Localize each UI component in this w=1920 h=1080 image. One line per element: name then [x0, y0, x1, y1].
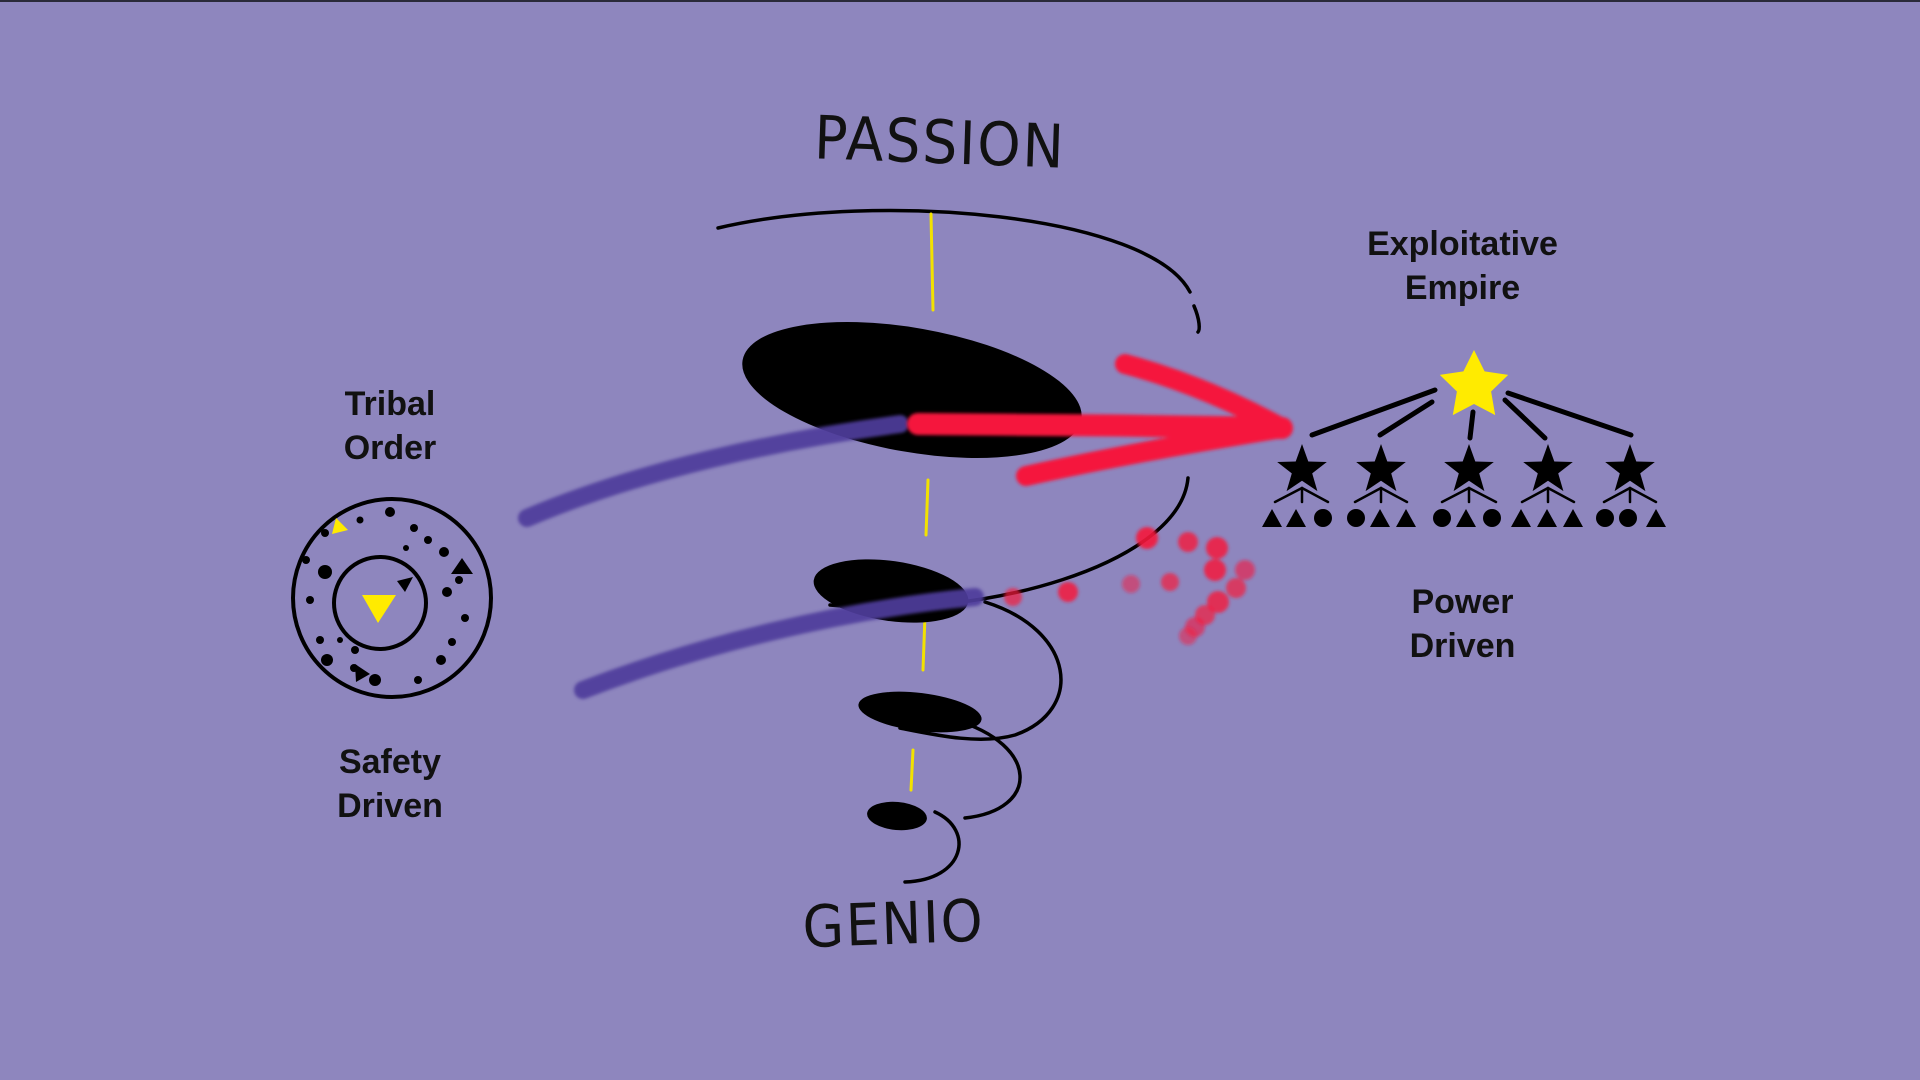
safety-driven-label: Safety Driven	[290, 740, 490, 828]
passion-label: PASSION	[813, 103, 1067, 183]
exploitative-empire-label: Exploitative Empire	[1330, 222, 1595, 310]
tribal-stroke-icon	[518, 415, 984, 699]
passion-axis-icon	[909, 212, 935, 792]
exploitative-empire-text: Exploitative Empire	[1367, 225, 1558, 307]
safety-driven-text: Safety Driven	[337, 743, 443, 825]
arrow-icon	[907, 354, 1293, 486]
tribal-order-circle-icon	[291, 497, 493, 699]
power-driven-label: Power Driven	[1360, 580, 1565, 668]
scattered-dots	[1004, 527, 1255, 645]
power-driven-text: Power Driven	[1409, 583, 1516, 665]
tribal-order-label: Tribal Order	[290, 382, 490, 470]
spiral-icon	[716, 208, 1201, 884]
hierarchy-star-icon	[1262, 350, 1666, 527]
genio-label: GENIO	[801, 886, 986, 962]
tribal-order-text: Tribal Order	[343, 385, 437, 467]
top-border	[0, 0, 1920, 2]
